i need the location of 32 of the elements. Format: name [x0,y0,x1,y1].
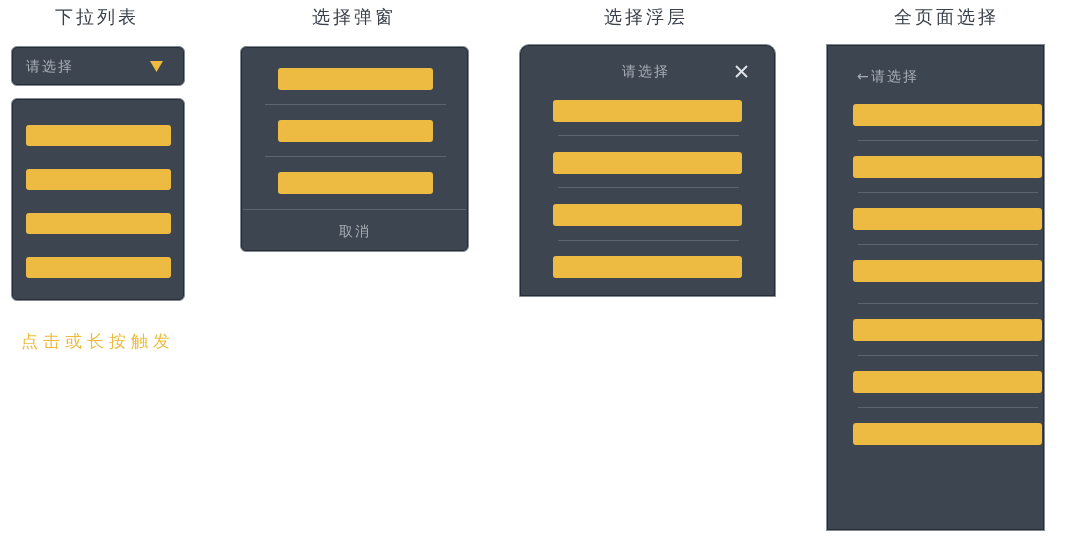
column-title: 选择弹窗 [312,5,396,29]
option-bar [553,256,742,278]
option-bar [278,172,433,194]
column-title: 全页面选择 [893,5,999,29]
option-bar [26,213,171,234]
sheet-title: 请选择 [622,62,670,80]
option-bar [26,257,171,278]
option-bar [853,371,1042,393]
cancel-button: 取消 [243,209,466,250]
full-page-panel [826,44,1045,531]
dropdown-list-panel [11,98,185,301]
note-text: 点击或长按触发 [21,330,175,352]
option-bar [853,423,1042,445]
option-bar [553,100,742,122]
option-bar [553,152,742,174]
dropdown-field [11,46,185,86]
option-bar [26,125,171,146]
option-bar [853,104,1042,126]
column-title: 下拉列表 [55,5,139,29]
option-bar [853,260,1042,282]
option-bar [278,120,433,142]
option-bar [853,208,1042,230]
option-bar [26,169,171,190]
column-title: 选择浮层 [604,5,688,29]
option-bar [553,204,742,226]
option-bar [278,68,433,90]
bottom-sheet-panel [519,44,776,297]
option-bar [853,319,1042,341]
option-bar [853,156,1042,178]
dialog-panel [240,46,469,252]
placeholder-text: 请选择 [26,57,74,75]
page-header-text: ←请选择 [857,67,919,85]
